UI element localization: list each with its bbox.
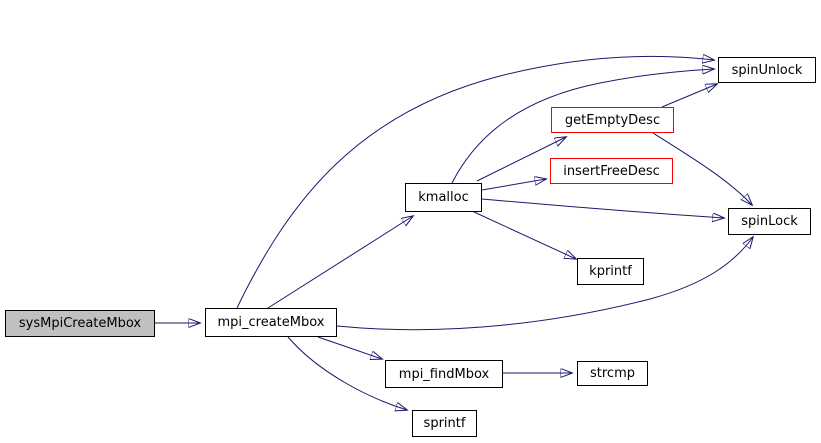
node-kmalloc[interactable]: kmalloc [405, 183, 482, 212]
node-kprintf[interactable]: kprintf [577, 258, 644, 285]
edge-mpi_createMbox-kmalloc [267, 216, 413, 309]
node-spinUnlock[interactable]: spinUnlock [718, 57, 816, 83]
edge-kmalloc-insertFreeDesc [481, 179, 546, 191]
node-getEmptyDesc[interactable]: getEmptyDesc [551, 107, 674, 133]
edge-kmalloc-spinUnlock [451, 69, 714, 184]
edge-mpi_createMbox-spinLock [336, 237, 753, 331]
node-strcmp[interactable]: strcmp [577, 361, 648, 386]
node-spinLock[interactable]: spinLock [728, 208, 811, 235]
edge-mpi_createMbox-sprintf [287, 336, 407, 410]
edge-mpi_createMbox-spinUnlock [236, 56, 714, 309]
node-mpi_findMbox[interactable]: mpi_findMbox [385, 360, 503, 388]
node-sprintf[interactable]: sprintf [412, 410, 477, 437]
edge-mpi_createMbox-mpi_findMbox [317, 336, 382, 359]
node-sysMpiCreateMbox: sysMpiCreateMbox [5, 310, 155, 337]
edge-kmalloc-kprintf [473, 211, 576, 259]
node-insertFreeDesc[interactable]: insertFreeDesc [550, 158, 673, 184]
edge-kmalloc-getEmptyDesc [476, 137, 566, 182]
node-mpi_createMbox[interactable]: mpi_createMbox [205, 308, 337, 337]
edge-getEmptyDesc-spinUnlock [661, 84, 717, 108]
edge-kmalloc-spinLock [481, 198, 724, 218]
edge-getEmptyDesc-spinLock [652, 132, 752, 205]
